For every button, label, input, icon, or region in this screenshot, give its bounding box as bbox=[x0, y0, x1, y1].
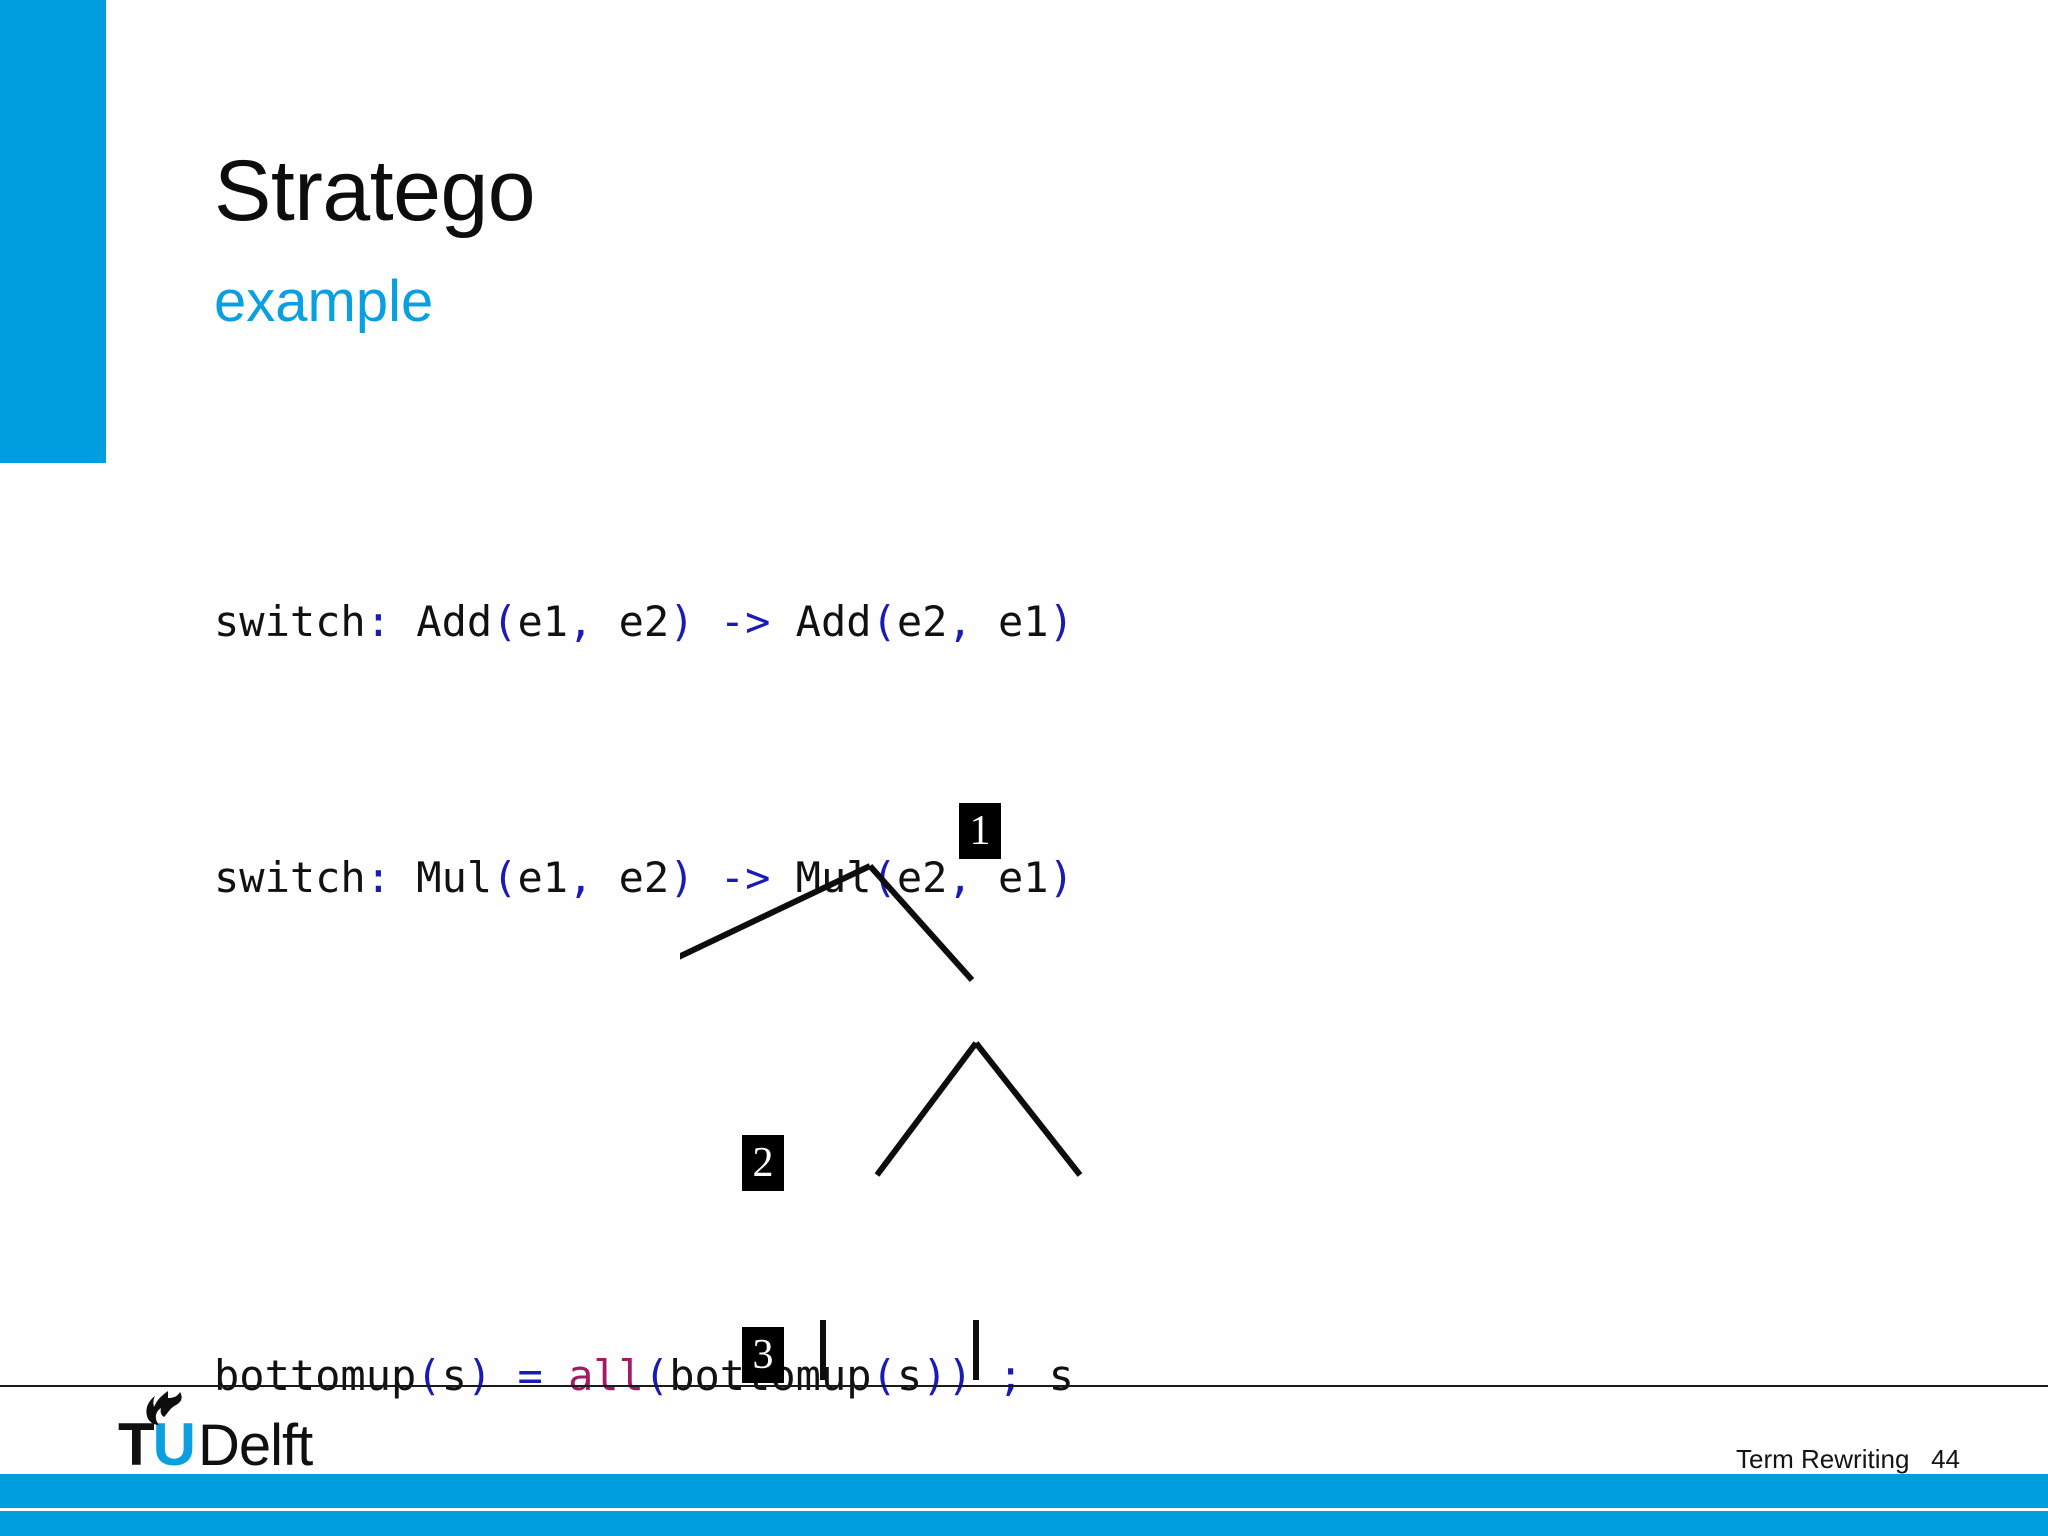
step-badge-2: 2 bbox=[742, 1135, 784, 1191]
step-badge-1: 1 bbox=[959, 803, 1001, 859]
step-badge-3: 3 bbox=[742, 1327, 784, 1383]
bottom-accent-bar-upper bbox=[0, 1474, 2048, 1508]
code-token-punct: , bbox=[568, 597, 594, 646]
page-subtitle: example bbox=[214, 269, 434, 334]
bottom-accent-bar-lower bbox=[0, 1511, 2048, 1536]
code-token-punct: ( bbox=[871, 1351, 897, 1400]
code-token-punct: ( bbox=[492, 597, 518, 646]
edge-mul-to-const3 bbox=[973, 1041, 1083, 1177]
term-tree-diagram: Add Mul Const Const Const 3 4 5 bbox=[680, 780, 1680, 1380]
code-token: s bbox=[896, 1351, 923, 1400]
code-token-punct: ) bbox=[669, 853, 695, 902]
code-token: s bbox=[441, 1351, 467, 1400]
logo-letter-t: T bbox=[118, 1411, 155, 1478]
edge-add-to-mul bbox=[867, 863, 975, 983]
code-token: s bbox=[1023, 1351, 1074, 1400]
code-token-semicolon: ; bbox=[998, 1351, 1024, 1400]
footer-meta: Term Rewriting 44 bbox=[1736, 1444, 1960, 1475]
code-token: switch bbox=[214, 853, 366, 902]
code-token-punct: ) bbox=[1048, 853, 1074, 902]
code-token: Add bbox=[770, 597, 872, 646]
code-token-punct: ( bbox=[492, 853, 518, 902]
code-token: e1 bbox=[517, 597, 569, 646]
code-block: switch: Add(e1, e2) -> Add(e2, e1) switc… bbox=[214, 462, 1074, 1536]
code-token bbox=[543, 1351, 568, 1400]
code-token: e2 bbox=[896, 597, 948, 646]
code-token-punct: : bbox=[365, 853, 392, 902]
code-token-keyword-all: all bbox=[568, 1351, 644, 1400]
code-token: e1 bbox=[972, 597, 1049, 646]
code-line-2: switch: Mul(e1, e2) -> Mul(e2, e1) bbox=[214, 846, 1074, 910]
code-token-punct: ( bbox=[643, 1351, 670, 1400]
logo-word-delft: Delft bbox=[198, 1413, 313, 1478]
code-token-punct: , bbox=[947, 853, 973, 902]
code-token-arrow: -> bbox=[719, 597, 771, 646]
code-token-punct: , bbox=[568, 853, 594, 902]
code-token: e1 bbox=[517, 853, 569, 902]
code-token-punct: ) bbox=[669, 597, 695, 646]
code-token bbox=[695, 597, 720, 646]
code-token-punct: ) bbox=[1048, 597, 1074, 646]
code-token: e1 bbox=[972, 853, 1049, 902]
flame-icon bbox=[146, 1391, 182, 1425]
footer-subject: Term Rewriting bbox=[1736, 1444, 1910, 1474]
code-token-punct: ( bbox=[871, 597, 897, 646]
edge-mul-to-const2 bbox=[874, 1041, 979, 1177]
code-token-equals: = bbox=[517, 1351, 543, 1400]
code-token: Add bbox=[391, 597, 493, 646]
logo-letter-u: U bbox=[152, 1411, 196, 1478]
code-token-punct: , bbox=[947, 597, 973, 646]
code-token-punct: : bbox=[365, 597, 392, 646]
code-token: bottomup bbox=[214, 1351, 417, 1400]
footer-page-number: 44 bbox=[1931, 1444, 1960, 1474]
code-token: Mul bbox=[391, 853, 493, 902]
code-token: switch bbox=[214, 597, 366, 646]
code-token-punct: ( bbox=[416, 1351, 442, 1400]
left-accent-bar bbox=[0, 0, 106, 463]
code-token: e2 bbox=[593, 853, 670, 902]
tree-edges bbox=[680, 863, 1083, 1380]
code-token-punct: ) bbox=[466, 1351, 493, 1400]
code-token bbox=[492, 1351, 517, 1400]
code-token-punct: )) bbox=[922, 1351, 973, 1400]
edge-add-to-const1 bbox=[680, 863, 872, 960]
code-token-arrow: -> bbox=[719, 853, 771, 902]
page-title: Stratego bbox=[214, 143, 536, 239]
code-token: e2 bbox=[593, 597, 670, 646]
footer-divider bbox=[0, 1385, 2048, 1387]
code-token: e2 bbox=[896, 853, 948, 902]
code-line-1: switch: Add(e1, e2) -> Add(e2, e1) bbox=[214, 590, 1074, 654]
